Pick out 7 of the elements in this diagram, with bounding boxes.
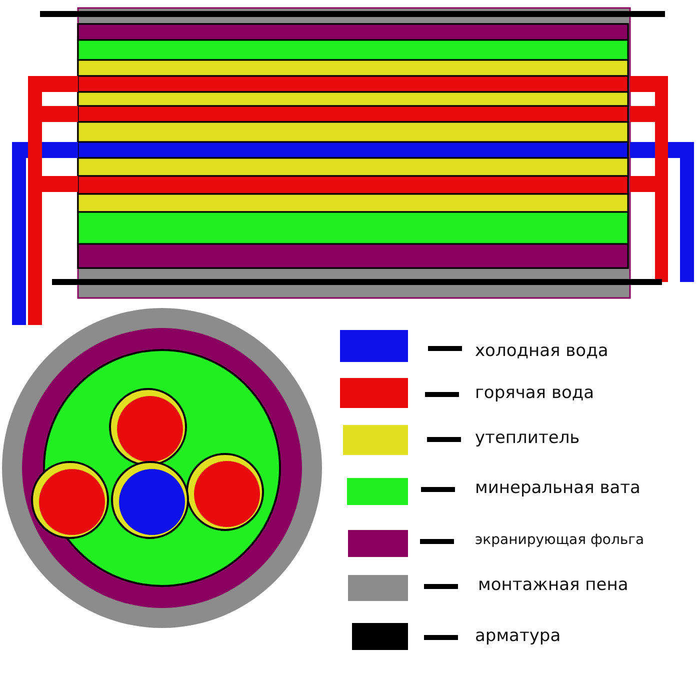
legend-label: арматура [475,626,561,646]
legend-label: горячая вода [475,383,594,403]
legend-label: минеральная вата [475,478,640,498]
legend-label: холодная вода [475,341,608,361]
legend-label: утеплитель [475,428,580,448]
legend-label: экранирующая фольга [475,532,644,548]
legend-label: монтажная пена [478,575,628,595]
